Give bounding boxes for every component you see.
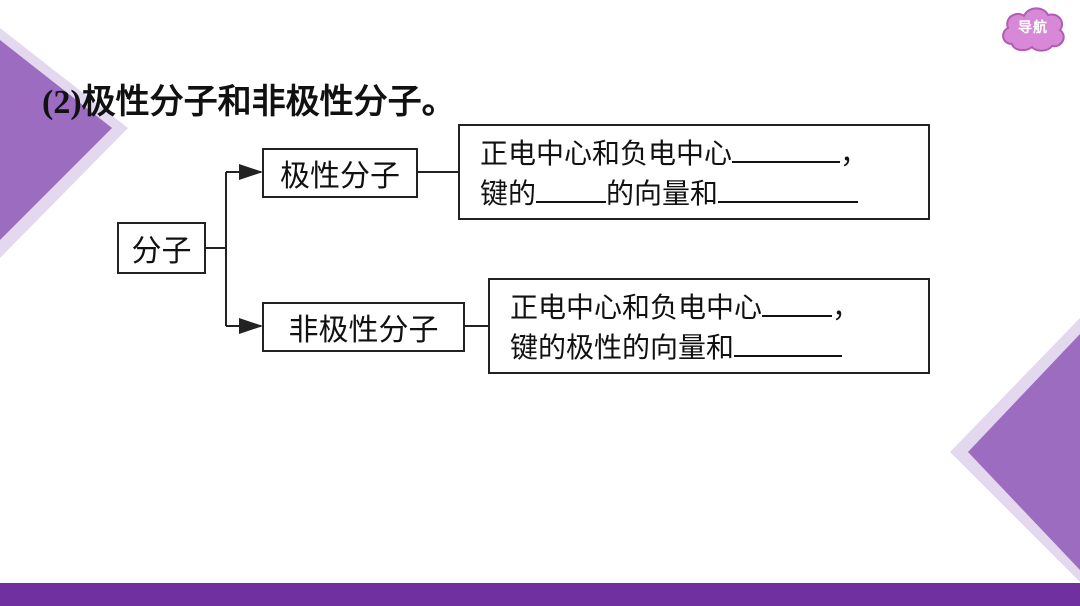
cloud-badge-icon — [1002, 7, 1065, 52]
section-heading: (2)极性分子和非极性分子。 — [42, 74, 456, 123]
nonpolar-desc-line2: 键的极性的向量和 — [510, 328, 914, 368]
heading-number: (2) — [42, 84, 82, 121]
blank-field[interactable] — [762, 289, 833, 317]
nonpolar-desc-line1-text: 正电中心和负电中心 — [510, 291, 763, 324]
bottom-bar — [0, 583, 1080, 606]
polar-desc-line1-end: ， — [840, 137, 869, 170]
heading-text: 极性分子和非极性分子。 — [81, 82, 456, 122]
polar-desc-line2-text-a: 键的 — [480, 177, 537, 210]
nonpolar-description: 正电中心和负电中心 ， 键的极性的向量和 — [488, 278, 930, 374]
polar-desc-line1-text: 正电中心和负电中心 — [480, 137, 733, 170]
blank-field[interactable] — [732, 135, 841, 163]
nonpolar-desc-line1-end: ， — [832, 291, 861, 324]
nav-label: 导航 — [1018, 20, 1048, 36]
nonpolar-desc-line1: 正电中心和负电中心 ， — [510, 288, 914, 328]
left-triangle-dark — [0, 40, 112, 240]
nav-button[interactable]: 导航 — [998, 4, 1068, 54]
blank-field[interactable] — [734, 329, 843, 357]
polar-desc-line2-text-b: 的向量和 — [606, 177, 719, 210]
root-node: 分子 — [117, 222, 206, 274]
polar-description: 正电中心和负电中心 ， 键的 的向量和 — [458, 124, 930, 220]
polar-node: 极性分子 — [262, 148, 418, 198]
polar-desc-line2: 键的 的向量和 — [480, 174, 914, 214]
blank-field[interactable] — [718, 175, 859, 203]
root-node-label: 分子 — [131, 234, 192, 269]
polar-node-label: 极性分子 — [280, 159, 400, 194]
nonpolar-desc-line2-text: 键的极性的向量和 — [510, 331, 735, 364]
nonpolar-node-label: 非极性分子 — [288, 313, 439, 348]
polar-desc-line1: 正电中心和负电中心 ， — [480, 134, 914, 174]
blank-field[interactable] — [536, 175, 607, 203]
right-triangle-dark — [968, 334, 1080, 570]
nonpolar-node: 非极性分子 — [262, 302, 465, 352]
